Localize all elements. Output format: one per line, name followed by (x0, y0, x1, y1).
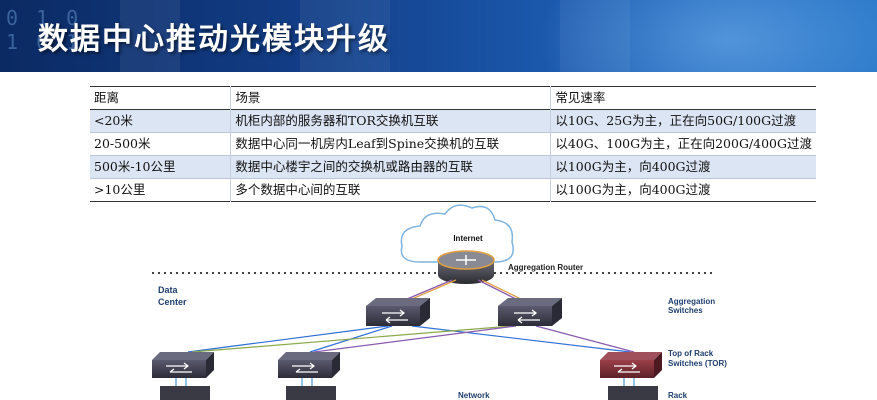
table-cell: 以100G为主，向400G过渡 (550, 155, 816, 179)
tor-label-line2: Switches (TOR) (668, 359, 727, 368)
rack-icon (608, 378, 658, 400)
header-distance: 距离 (94, 90, 120, 105)
table-row: 20-500米 数据中心同一机房内Leaf到Spine交换机的互联 以40G、1… (90, 132, 816, 156)
header-rate: 常见速率 (550, 86, 816, 110)
table-header-row: 距离 场景 常见速率 (90, 86, 816, 110)
table-cell: 500米-10公里 (94, 159, 176, 174)
aggregation-router-icon (437, 250, 495, 284)
table-row: <20米 机柜内部的服务器和TOR交换机互联 以10G、25G为主，正在向50G… (90, 109, 816, 133)
tor-switch-icon (152, 352, 214, 378)
tor-label-line1: Top of Rack (668, 349, 714, 358)
aggregation-router-label: Aggregation Router (508, 263, 583, 272)
table-cell: 以40G、100G为主，正在向200G/400G过渡 (550, 132, 816, 156)
table-row: >10公里 多个数据中心间的互联 以100G为主，向400G过渡 (90, 178, 816, 202)
aggregation-switch-icon (366, 298, 430, 326)
rack-label: Rack (668, 391, 688, 400)
table-cell: 数据中心楼宇之间的交换机或路由器的互联 (230, 155, 551, 179)
table-cell: 机柜内部的服务器和TOR交换机互联 (230, 109, 551, 133)
table-cell: 以100G为主，向400G过渡 (550, 178, 816, 202)
header-scenario: 场景 (230, 86, 551, 110)
slide-title: 数据中心推动光模块升级 (38, 22, 390, 57)
data-center-label-line1: Data (158, 285, 179, 295)
data-center-label-line2: Center (158, 297, 187, 307)
rack-icon (160, 378, 210, 400)
distance-rate-table: 距离 场景 常见速率 <20米 机柜内部的服务器和TOR交换机互联 以10G、2… (90, 86, 816, 202)
table-row: 500米-10公里 数据中心楼宇之间的交换机或路由器的互联 以100G为主，向4… (90, 155, 816, 179)
aggregation-switches-label-line2: Switches (668, 306, 703, 315)
table-cell: 20-500米 (94, 136, 151, 151)
network-label: Network (458, 391, 490, 400)
tor-switch-icon (278, 352, 340, 378)
table-cell: >10公里 (94, 182, 146, 197)
aggregation-switch-icon (498, 298, 562, 326)
table-cell: <20米 (94, 113, 133, 128)
rack-icon (286, 378, 336, 400)
aggregation-downlinks (187, 325, 635, 353)
internet-label: Internet (453, 234, 483, 243)
internet-cloud-icon (400, 204, 514, 263)
tor-switch-icon (600, 352, 662, 378)
table-cell: 以10G、25G为主，正在向50G/100G过渡 (550, 109, 816, 133)
table-cell: 多个数据中心间的互联 (230, 178, 551, 202)
aggregation-switches-label-line1: Aggregation (668, 297, 715, 306)
table-cell: 数据中心同一机房内Leaf到Spine交换机的互联 (230, 132, 551, 156)
